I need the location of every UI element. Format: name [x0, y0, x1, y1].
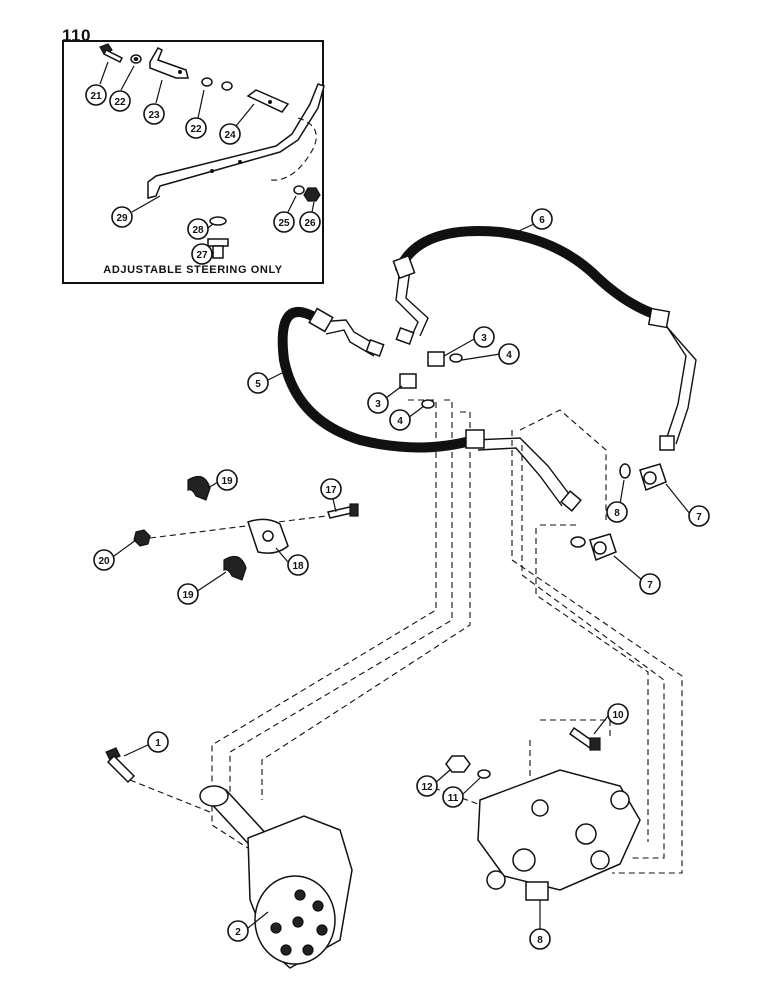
- svg-text:28: 28: [192, 225, 204, 236]
- callout-28: 28: [187, 218, 209, 240]
- inset-adjustable-steering: ADJUSTABLE STEERING ONLY: [62, 40, 324, 284]
- callout-3: 3: [473, 326, 495, 348]
- callout-25: 25: [273, 211, 295, 233]
- leader-lines: [99, 61, 691, 938]
- svg-text:22: 22: [190, 124, 202, 135]
- svg-text:4: 4: [397, 416, 403, 427]
- callout-23: 23: [143, 103, 165, 125]
- svg-text:3: 3: [375, 399, 381, 410]
- callout-4: 4: [389, 409, 411, 431]
- svg-text:24: 24: [224, 130, 236, 141]
- svg-text:1: 1: [155, 738, 161, 749]
- callout-22: 22: [185, 117, 207, 139]
- callout-20: 20: [93, 549, 115, 571]
- hose-assemblies: [277, 226, 697, 512]
- svg-text:17: 17: [325, 485, 337, 496]
- svg-text:19: 19: [221, 476, 233, 487]
- callout-2: 2: [227, 920, 249, 942]
- svg-text:29: 29: [116, 213, 128, 224]
- callout-24: 24: [219, 123, 241, 145]
- callout-21: 21: [85, 84, 107, 106]
- callout-19: 19: [216, 469, 238, 491]
- inset-caption: ADJUSTABLE STEERING ONLY: [103, 264, 283, 276]
- callout-17: 17: [320, 478, 342, 500]
- fittings: [399, 351, 667, 562]
- callout-22: 22: [109, 90, 131, 112]
- callout-12: 12: [416, 775, 438, 797]
- callout-7: 7: [688, 505, 710, 527]
- svg-text:7: 7: [647, 580, 653, 591]
- svg-text:10: 10: [612, 710, 624, 721]
- callout-10: 10: [607, 703, 629, 725]
- svg-text:26: 26: [304, 218, 316, 229]
- svg-text:8: 8: [614, 508, 620, 519]
- svg-text:25: 25: [278, 218, 290, 229]
- callout-8: 8: [529, 928, 551, 950]
- svg-text:6: 6: [539, 215, 545, 226]
- callout-29: 29: [111, 206, 133, 228]
- svg-text:20: 20: [98, 556, 110, 567]
- callout-3: 3: [367, 392, 389, 414]
- svg-text:22: 22: [114, 97, 126, 108]
- callout-bubbles: 21 22 23 22 24 29 28 25 26 27 6 5 3 4 3 …: [85, 84, 710, 950]
- callout-8: 8: [606, 501, 628, 523]
- inset-parts: [99, 43, 325, 259]
- svg-text:7: 7: [696, 512, 702, 523]
- svg-text:4: 4: [506, 350, 512, 361]
- callout-1: 1: [147, 731, 169, 753]
- mounting-parts: [133, 475, 359, 581]
- bolt-1-drawing: [105, 747, 136, 784]
- svg-text:18: 18: [292, 561, 304, 572]
- svg-text:27: 27: [196, 250, 208, 261]
- svg-text:3: 3: [481, 333, 487, 344]
- callout-26: 26: [299, 211, 321, 233]
- callout-19: 19: [177, 583, 199, 605]
- callout-4: 4: [498, 343, 520, 365]
- control-valve-9: [445, 726, 641, 901]
- callout-18: 18: [287, 554, 309, 576]
- callout-11: 11: [442, 786, 464, 808]
- svg-text:23: 23: [148, 110, 160, 121]
- svg-text:2: 2: [235, 927, 241, 938]
- svg-text:5: 5: [255, 379, 261, 390]
- callout-27: 27: [191, 243, 213, 265]
- svg-text:8: 8: [537, 935, 543, 946]
- svg-text:11: 11: [448, 793, 459, 804]
- steering-valve-2: [199, 785, 353, 969]
- callout-6: 6: [531, 208, 553, 230]
- svg-text:19: 19: [182, 590, 194, 601]
- callout-5: 5: [247, 372, 269, 394]
- svg-text:21: 21: [90, 91, 102, 102]
- bolt-21-drawing: [99, 43, 124, 64]
- callout-7: 7: [639, 573, 661, 595]
- svg-text:12: 12: [421, 782, 433, 793]
